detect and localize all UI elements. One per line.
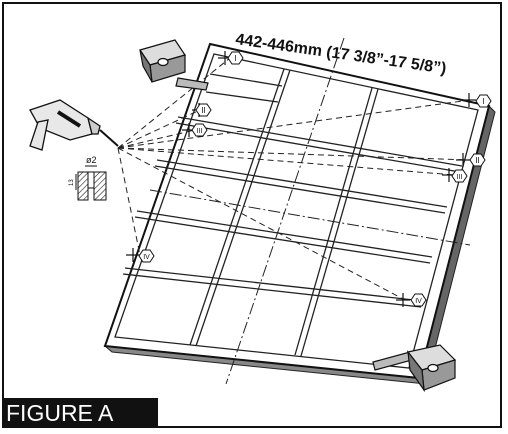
bottom-bracket bbox=[372, 344, 457, 393]
drill-icon bbox=[29, 99, 119, 151]
svg-text:II: II bbox=[475, 156, 479, 165]
marker-I-top: I bbox=[227, 51, 244, 65]
marker-III-right: III bbox=[451, 169, 468, 183]
svg-text:I: I bbox=[234, 54, 236, 63]
svg-text:IV: IV bbox=[415, 298, 422, 305]
drill-guide-lines bbox=[117, 57, 471, 301]
marker-II-right: II bbox=[469, 153, 486, 167]
svg-text:II: II bbox=[201, 106, 205, 115]
panel-grid bbox=[114, 53, 479, 369]
figure-label: FIGURE A bbox=[2, 398, 158, 428]
center-lines bbox=[149, 37, 471, 385]
svg-text:ø2: ø2 bbox=[86, 155, 97, 165]
svg-text:I: I bbox=[482, 97, 484, 106]
svg-text:IV: IV bbox=[143, 254, 150, 261]
top-bracket bbox=[139, 39, 209, 91]
marker-I-right: I bbox=[475, 94, 492, 108]
svg-text:III: III bbox=[457, 174, 463, 181]
svg-text:13: 13 bbox=[69, 179, 75, 186]
marker-IV-right: IV bbox=[410, 293, 427, 307]
marker-IV-left: IV bbox=[138, 249, 155, 263]
svg-text:III: III bbox=[197, 128, 203, 135]
marker-III-left: III bbox=[191, 123, 208, 137]
marker-II-left: II bbox=[195, 103, 212, 117]
hole-section: ø2 13 bbox=[69, 155, 107, 201]
